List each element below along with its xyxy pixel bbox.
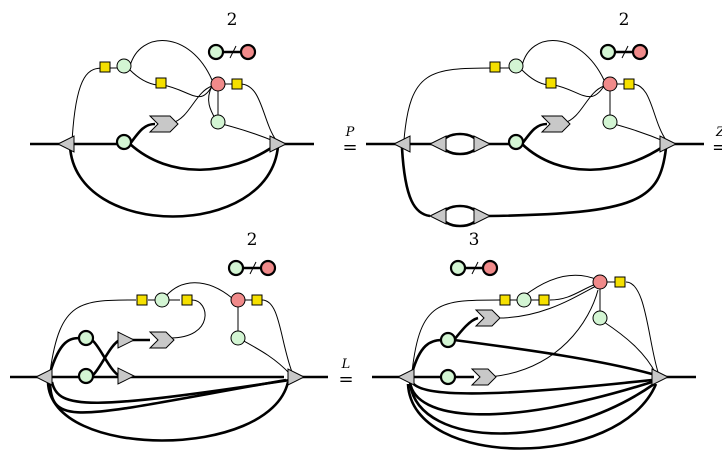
scalar-green-red-pair bbox=[207, 43, 257, 61]
green-spider bbox=[508, 58, 524, 74]
right-triangle-icon bbox=[473, 207, 492, 225]
green-spider bbox=[230, 330, 246, 346]
scalar-green-red-pair bbox=[449, 259, 499, 277]
green-spider bbox=[507, 133, 525, 151]
thin-wire bbox=[71, 67, 105, 143]
red-spider bbox=[210, 76, 226, 92]
chevron-icon bbox=[470, 368, 497, 386]
relation-label: L bbox=[341, 357, 351, 372]
chevron-icon bbox=[148, 331, 175, 349]
yellow-box bbox=[623, 78, 635, 90]
left-triangle-icon bbox=[428, 135, 447, 153]
green-spider bbox=[77, 329, 95, 347]
panel-top-right: 2 bbox=[366, 10, 704, 228]
yellow-box bbox=[136, 294, 148, 306]
yellow-box bbox=[489, 61, 501, 73]
relation-label: P bbox=[345, 125, 355, 140]
green-spider bbox=[210, 114, 226, 130]
lower-loop-wire bbox=[68, 145, 280, 218]
curve-wire bbox=[129, 143, 275, 171]
green-spider bbox=[154, 292, 170, 308]
yellow-box bbox=[614, 276, 626, 288]
relation-symbol: = bbox=[338, 369, 353, 390]
left-triangle-icon bbox=[56, 135, 75, 153]
panel-count-label: 2 bbox=[247, 230, 258, 250]
thin-wire bbox=[129, 40, 213, 81]
green-spider bbox=[516, 292, 532, 308]
lower-wire bbox=[400, 147, 431, 218]
right-triangle-icon bbox=[287, 368, 306, 386]
panel-count-label: 2 bbox=[227, 10, 238, 30]
panel-top-left: 2 bbox=[30, 10, 314, 218]
panel-count-label: 3 bbox=[469, 230, 480, 250]
panel-count-label: 2 bbox=[619, 10, 630, 30]
yellow-box bbox=[231, 78, 243, 90]
green-spider bbox=[115, 133, 133, 151]
yellow-box bbox=[499, 294, 511, 306]
right-triangle-icon bbox=[117, 367, 136, 385]
green-spider bbox=[602, 114, 618, 130]
green-spider bbox=[439, 331, 457, 349]
yellow-box bbox=[545, 77, 557, 89]
right-triangle-icon bbox=[659, 135, 678, 153]
left-triangle-icon bbox=[396, 368, 415, 386]
chevron-icon bbox=[148, 115, 179, 133]
green-spider bbox=[439, 368, 457, 386]
red-spider bbox=[602, 76, 618, 92]
green-spider bbox=[77, 367, 95, 385]
red-spider bbox=[230, 292, 246, 308]
yellow-box bbox=[251, 294, 263, 306]
yellow-box bbox=[538, 294, 550, 306]
right-triangle-icon bbox=[651, 368, 670, 386]
relation-label: Z bbox=[715, 125, 722, 140]
right-triangle-icon bbox=[117, 331, 136, 349]
right-triangle-icon bbox=[473, 135, 492, 153]
yellow-box bbox=[155, 77, 167, 89]
left-triangle-icon bbox=[392, 135, 411, 153]
red-spider bbox=[592, 274, 608, 290]
green-spider bbox=[116, 58, 132, 74]
right-triangle-icon bbox=[269, 135, 288, 153]
panel-bottom-right: 3 bbox=[372, 230, 696, 450]
loop-bubble bbox=[440, 132, 480, 156]
left-triangle-icon bbox=[428, 207, 447, 225]
green-spider bbox=[592, 310, 608, 326]
yellow-box bbox=[99, 61, 111, 73]
relation-symbol: = bbox=[342, 137, 357, 158]
scalar-green-red-pair bbox=[227, 259, 277, 277]
chevron-icon bbox=[474, 309, 501, 327]
scalar-green-red-pair bbox=[599, 43, 649, 61]
loop-bubble bbox=[440, 204, 480, 228]
chevron-icon bbox=[540, 115, 571, 133]
relation-symbol: = bbox=[712, 137, 722, 158]
yellow-box bbox=[181, 294, 193, 306]
panel-bottom-left: 2 bbox=[10, 230, 328, 442]
left-triangle-icon bbox=[34, 368, 53, 386]
chevron-wire bbox=[128, 122, 156, 145]
